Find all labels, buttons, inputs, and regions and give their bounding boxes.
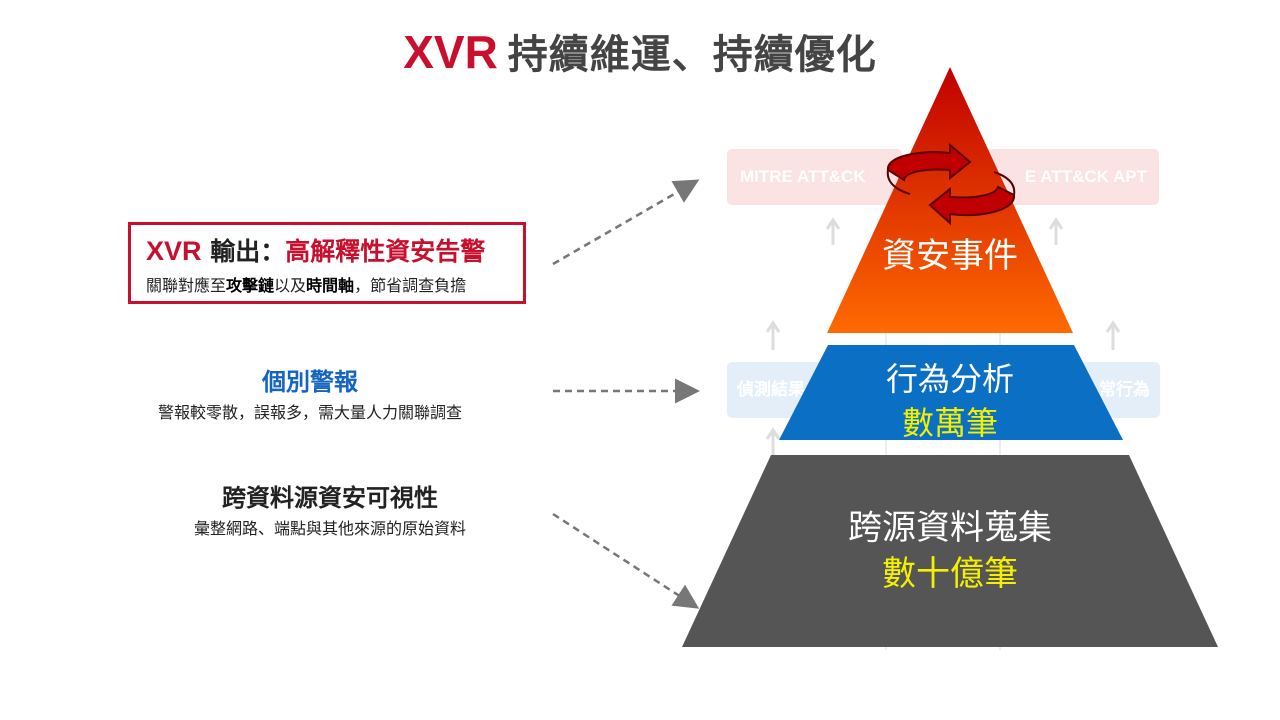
pyramid-tier-bottom [682, 455, 1218, 647]
tier-middle-label: 行為分析 [885, 360, 1014, 398]
visibility-heading: 跨資料源資安可視性 [222, 484, 438, 512]
desc-attack-chain: 攻擊鏈 [226, 276, 275, 295]
cycle-arrows-icon [886, 142, 1016, 226]
desc-part: ，節省調查負擔 [354, 276, 467, 295]
tier-bottom-label: 跨源資料蒐集 [848, 508, 1052, 548]
up-arrow-icon [765, 217, 1121, 455]
individual-alerts-heading: 個別警報 [262, 368, 358, 396]
pyramid-tier-middle [779, 345, 1123, 440]
tier-bottom-count: 數十億筆 [882, 554, 1018, 594]
mitre-attack-box-left: MITRE ATT&CK [727, 149, 902, 205]
tier-top-label: 資安事件 [882, 236, 1018, 276]
dashed-arrow-icon [552, 179, 700, 609]
xvr-output-frame [128, 222, 526, 304]
output-label: 輸出： [201, 237, 286, 266]
visibility-description: 彙整網路、端點與其他來源的原始資料 [193, 519, 466, 538]
output-brand: XVR [146, 236, 202, 266]
individual-alerts-description: 警報較零散，誤報多，需大量人力關聯調查 [157, 403, 462, 422]
title-brand: XVR [403, 26, 498, 78]
desc-part: 以及 [274, 276, 307, 295]
output-highlight: 高解釋性資安告警 [285, 237, 486, 266]
title-text: 持續維運、持續優化 [507, 32, 877, 78]
desc-timeline: 時間軸 [306, 276, 355, 295]
xvr-output-description: 關聯對應至攻擊鏈以及時間軸，節省調查負擔 [146, 272, 466, 296]
desc-part: 關聯對應至 [146, 276, 227, 295]
xvr-output-heading: XVR 輸出：高解釋性資安告警 [146, 232, 485, 268]
tier-middle-count: 數萬筆 [901, 404, 998, 442]
